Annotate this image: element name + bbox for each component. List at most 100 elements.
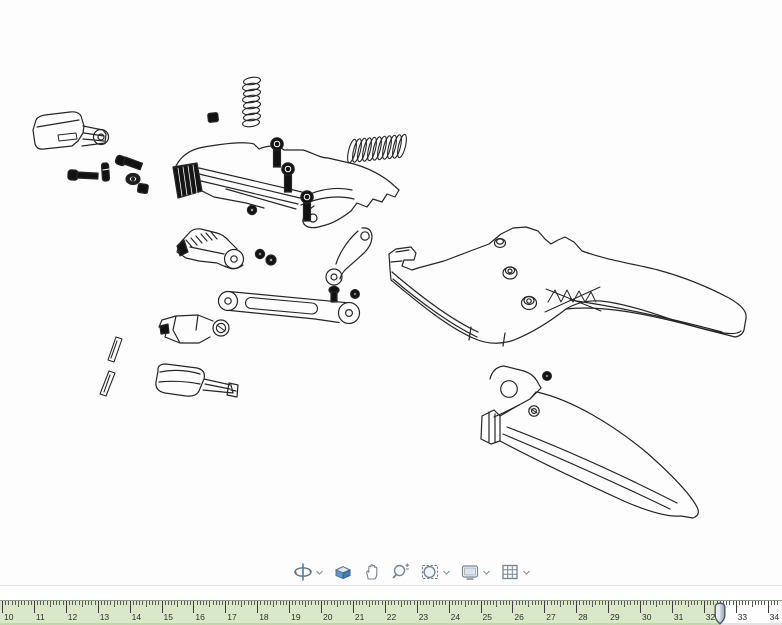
ruler-tick (285, 601, 287, 605)
ruler-tick (461, 601, 463, 605)
ruler-tick (187, 601, 189, 605)
ruler-tick (298, 601, 300, 605)
ruler-tick (490, 601, 492, 605)
ruler-tick (180, 601, 182, 605)
ruler-tick (697, 601, 699, 605)
curved-lever-arm-part[interactable] (325, 227, 373, 303)
spring-pins-part[interactable] (99, 336, 123, 397)
ruler-tick (515, 601, 517, 605)
zoom-window-dropdown-chevron[interactable] (442, 561, 451, 583)
ruler-tick (563, 601, 565, 605)
ruler-tick (24, 601, 26, 605)
ruler-tick (767, 601, 769, 613)
orbit-icon (293, 563, 312, 581)
connecting-link-bar-part[interactable] (217, 290, 361, 325)
ruler-tick (381, 601, 383, 605)
ruler-tick (21, 601, 23, 605)
cutting-blade-part[interactable] (176, 228, 245, 270)
ruler-tick (601, 601, 603, 605)
ruler-tick (384, 601, 386, 613)
ruler-tick (292, 601, 294, 605)
timeline-marker[interactable] (713, 602, 727, 625)
ruler-tick (400, 601, 402, 607)
ruler-label: 24 (450, 612, 461, 622)
lock-nuts-part[interactable] (254, 248, 277, 266)
ruler-tick (483, 601, 485, 605)
compression-spring-horizontal-part[interactable] (346, 133, 408, 164)
ruler-tick (506, 601, 508, 605)
upper-jaw-assembly-part[interactable] (172, 137, 400, 229)
ruler-tick (171, 601, 173, 605)
ruler-tick (193, 601, 195, 613)
fastener-set-part[interactable] (67, 154, 149, 194)
ruler-tick (636, 601, 638, 605)
ruler-label: 34 (769, 612, 780, 622)
ruler-label: 28 (578, 612, 588, 622)
ruler-tick (40, 601, 42, 605)
ruler-tick (770, 601, 772, 605)
ruler-tick (439, 601, 441, 605)
ruler-tick (196, 601, 198, 605)
display-monitor-icon (461, 565, 478, 580)
ruler-label: 32 (705, 612, 716, 622)
ruler-tick (269, 601, 271, 605)
o-ring-2-part[interactable] (541, 371, 552, 382)
ruler-label: 16 (195, 612, 205, 622)
ruler-tick (387, 601, 389, 605)
ruler-tick (764, 601, 766, 605)
ruler-tick (687, 601, 689, 607)
ruler-tick (521, 601, 523, 605)
ratchet-pawl-part[interactable] (158, 314, 230, 344)
ruler-tick (100, 601, 102, 605)
ruler-tick (518, 601, 520, 605)
ruler-tick (435, 601, 437, 605)
cutter-main-body-part[interactable] (388, 226, 747, 347)
ruler-tick (429, 601, 431, 605)
display-style-button[interactable] (459, 561, 480, 583)
ruler-tick (43, 601, 45, 605)
release-latch-part[interactable] (155, 363, 239, 398)
compression-spring-vertical-part[interactable] (242, 76, 261, 128)
orbit-dropdown-chevron[interactable] (315, 561, 324, 583)
ruler-tick (445, 601, 447, 605)
ruler-tick (314, 601, 316, 605)
ruler-tick (365, 601, 367, 605)
ruler-tick (480, 601, 482, 613)
grid-dropdown-chevron[interactable] (522, 561, 531, 583)
ruler-label: 33 (737, 612, 748, 622)
ruler-tick (161, 601, 163, 613)
ruler-tick (289, 601, 291, 613)
look-at-button[interactable] (332, 561, 353, 583)
ruler-tick (135, 601, 137, 605)
ruler-label: 12 (67, 612, 78, 622)
pan-hand-icon (365, 564, 377, 580)
zoom-window-button[interactable] (419, 561, 440, 583)
ruler-label: 31 (673, 612, 684, 622)
display-style-dropdown-chevron[interactable] (482, 561, 491, 583)
ruler-tick (212, 601, 214, 605)
latch-lever-part[interactable] (32, 111, 110, 150)
orbit-button[interactable] (292, 561, 313, 583)
viewport-canvas[interactable] (0, 0, 782, 586)
ruler-tick (671, 601, 673, 613)
ruler-tick (343, 601, 345, 605)
zoom-button[interactable] (390, 561, 411, 583)
ruler-tick (202, 601, 204, 605)
ruler-tick (464, 601, 466, 607)
ruler-tick (470, 601, 472, 605)
o-ring-part[interactable] (246, 204, 258, 216)
ruler-tick (614, 601, 616, 605)
lower-handle-part[interactable] (480, 365, 699, 519)
ruler-tick (726, 601, 728, 605)
ruler-tick (116, 601, 118, 605)
ruler-tick (33, 601, 35, 613)
ruler-tick (311, 601, 313, 605)
ruler-tick (158, 601, 160, 605)
ruler-label: 29 (610, 612, 620, 622)
ruler-tick (11, 601, 13, 605)
set-block-part[interactable] (207, 112, 219, 123)
grid-button[interactable] (499, 561, 520, 583)
pan-button[interactable] (361, 561, 382, 583)
ruler-tick (142, 601, 144, 605)
